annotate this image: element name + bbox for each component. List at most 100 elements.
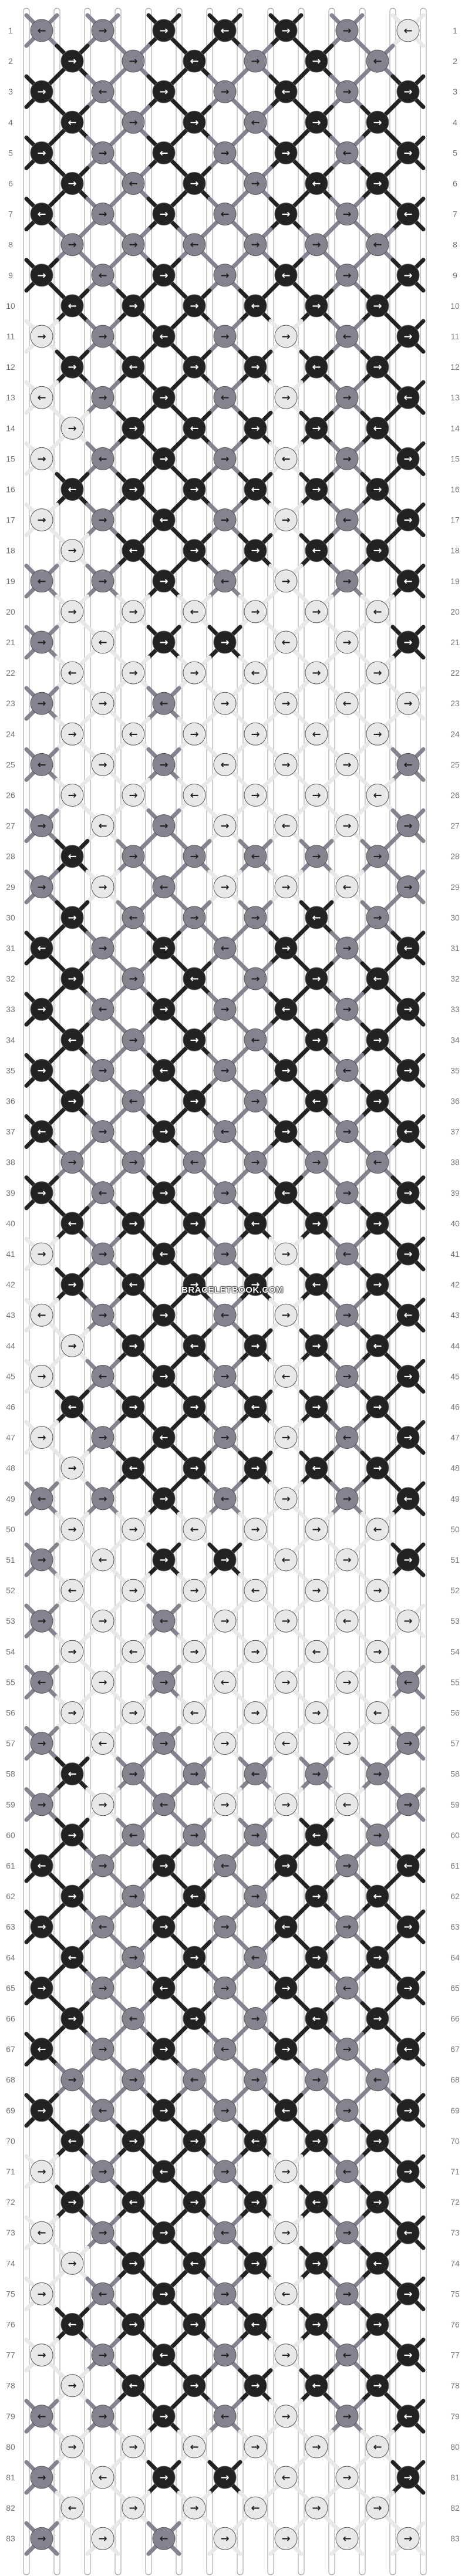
row-number-right: 67 bbox=[450, 2045, 460, 2054]
row-number-left: 10 bbox=[6, 301, 15, 311]
knot-arrow-icon: ← bbox=[220, 1309, 229, 1321]
row-number-right: 9 bbox=[453, 271, 457, 280]
knot-arrow-icon: → bbox=[98, 1248, 107, 1260]
knot-arrow-icon: → bbox=[129, 667, 137, 679]
knot-arrow-icon: → bbox=[220, 1248, 229, 1260]
knot-arrow-icon: ← bbox=[129, 1646, 137, 1658]
knot-arrow-icon: ← bbox=[220, 942, 229, 955]
knot-arrow-icon: → bbox=[220, 636, 229, 649]
knot bbox=[366, 2007, 389, 2030]
knot-arrow-icon: ← bbox=[281, 1187, 290, 1199]
knot-arrow-icon: → bbox=[312, 2441, 321, 2453]
knot bbox=[335, 1793, 359, 1816]
row-number-left: 56 bbox=[6, 1708, 15, 1718]
knot-arrow-icon: → bbox=[251, 361, 260, 373]
knot bbox=[366, 2313, 389, 2336]
knot-arrow-icon: → bbox=[251, 1095, 260, 1108]
knot bbox=[60, 1762, 84, 1786]
row-number-right: 5 bbox=[453, 148, 457, 157]
knot-arrow-icon: ← bbox=[403, 575, 412, 588]
knot bbox=[396, 630, 420, 654]
knot-arrow-icon: ← bbox=[68, 2502, 76, 2514]
row-number-right: 55 bbox=[450, 1677, 460, 1687]
knot-arrow-icon: ← bbox=[281, 2472, 290, 2484]
row-number-left: 65 bbox=[6, 1983, 15, 1992]
knot bbox=[122, 294, 145, 318]
row-number-right: 27 bbox=[450, 821, 460, 831]
knot-arrow-icon: ← bbox=[281, 86, 290, 98]
knot-arrow-icon: → bbox=[312, 1340, 321, 1352]
knot bbox=[91, 1058, 114, 1082]
knot-arrow-icon: → bbox=[68, 2380, 76, 2392]
knot-arrow-icon: ← bbox=[403, 2227, 412, 2239]
knot bbox=[30, 19, 53, 42]
knot-arrow-icon: → bbox=[37, 2472, 46, 2484]
knot-arrow-icon: ← bbox=[312, 1095, 321, 1108]
knot-arrow-icon: ← bbox=[98, 1003, 107, 1016]
knot-arrow-icon: → bbox=[342, 392, 351, 404]
row-number-left: 72 bbox=[6, 2197, 15, 2207]
knot bbox=[60, 2251, 84, 2275]
row-number-left: 8 bbox=[8, 240, 13, 249]
row-number-left: 27 bbox=[6, 821, 15, 831]
knot bbox=[396, 141, 420, 164]
knot-arrow-icon: → bbox=[403, 1615, 412, 1627]
knot-arrow-icon: ← bbox=[220, 758, 229, 771]
knot bbox=[274, 569, 298, 593]
knot-arrow-icon: → bbox=[312, 851, 321, 863]
knot bbox=[91, 1793, 114, 1816]
knot-arrow-icon: → bbox=[159, 2105, 168, 2117]
knot-arrow-icon: → bbox=[373, 116, 382, 129]
knot bbox=[305, 294, 328, 318]
knot bbox=[366, 294, 389, 318]
knot-arrow-icon: → bbox=[251, 2074, 260, 2086]
knot-arrow-icon: ← bbox=[373, 239, 382, 251]
knot-arrow-icon: ← bbox=[98, 1370, 107, 1383]
knot bbox=[213, 936, 237, 960]
knot bbox=[396, 2160, 420, 2183]
knot bbox=[183, 172, 206, 195]
knot-arrow-icon: ← bbox=[281, 453, 290, 465]
knot-arrow-icon: ← bbox=[98, 2472, 107, 2484]
knot bbox=[30, 1303, 53, 1327]
knot-arrow-icon: → bbox=[98, 1064, 107, 1077]
knot-arrow-icon: → bbox=[98, 2533, 107, 2545]
knot-arrow-icon: → bbox=[312, 2135, 321, 2147]
strand-track bbox=[84, 8, 91, 2575]
knot-arrow-icon: → bbox=[403, 2533, 412, 2545]
knot bbox=[122, 1762, 145, 1786]
knot-arrow-icon: ← bbox=[190, 2441, 198, 2453]
knot bbox=[396, 1609, 420, 1633]
knot bbox=[122, 845, 145, 868]
knot-arrow-icon: ← bbox=[68, 2319, 76, 2331]
knot-arrow-icon: ← bbox=[68, 667, 76, 679]
knot bbox=[274, 203, 298, 226]
knot-arrow-icon: → bbox=[403, 820, 412, 832]
knot-arrow-icon: → bbox=[220, 514, 229, 527]
knot bbox=[152, 1487, 176, 1510]
strand-track bbox=[237, 8, 244, 2575]
knot-arrow-icon: ← bbox=[190, 973, 198, 985]
knot bbox=[60, 1273, 84, 1296]
row-number-left: 7 bbox=[8, 210, 13, 219]
knot-arrow-icon: ← bbox=[220, 1676, 229, 1688]
knot bbox=[305, 600, 328, 623]
knot-arrow-icon: ← bbox=[129, 545, 137, 557]
knot bbox=[274, 630, 298, 654]
knot bbox=[30, 2527, 53, 2550]
knot bbox=[60, 1884, 84, 1908]
knot-arrow-icon: ← bbox=[342, 2166, 351, 2178]
knot bbox=[305, 2007, 328, 2030]
strand-track bbox=[359, 8, 366, 2575]
knot-arrow-icon: → bbox=[37, 2349, 46, 2362]
knot-arrow-icon: → bbox=[190, 116, 198, 129]
knot-arrow-icon: → bbox=[190, 1218, 198, 1230]
row-number-left: 36 bbox=[6, 1097, 15, 1106]
knot-arrow-icon: ← bbox=[312, 545, 321, 557]
knot bbox=[122, 2129, 145, 2153]
knot-arrow-icon: ← bbox=[403, 2410, 412, 2423]
knot-arrow-icon: → bbox=[190, 912, 198, 924]
knot-arrow-icon: → bbox=[159, 86, 168, 98]
row-number-left: 22 bbox=[6, 668, 15, 677]
row-number-left: 32 bbox=[6, 974, 15, 983]
